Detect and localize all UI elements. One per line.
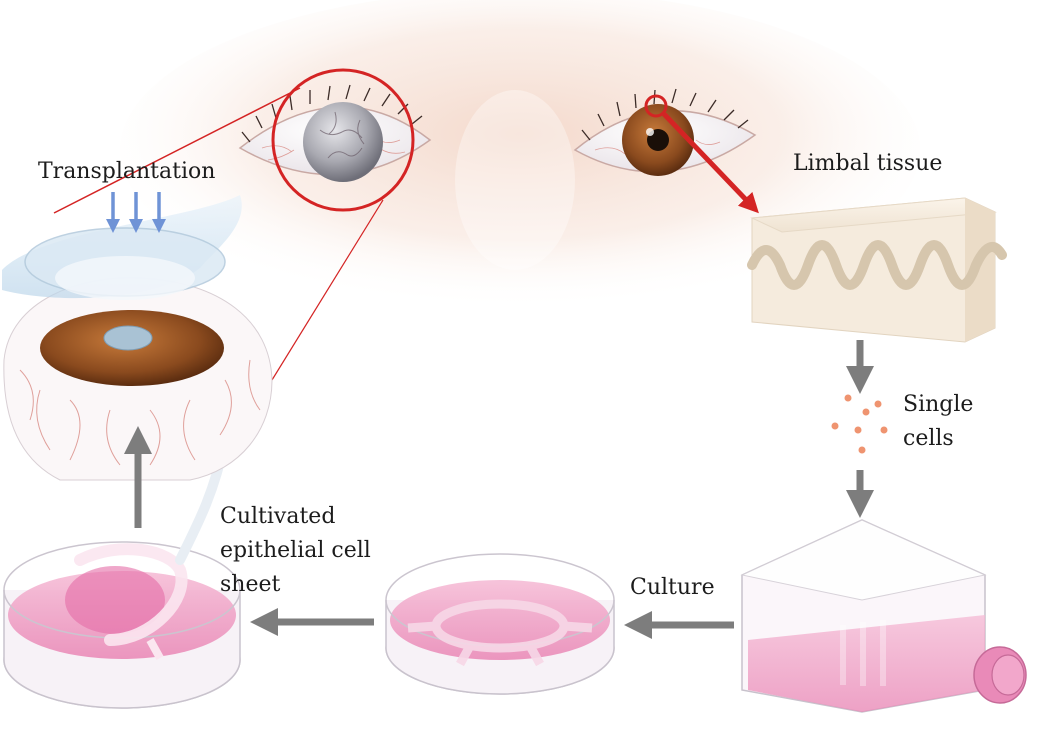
label-cell-sheet-line2: epithelial cell [220, 538, 371, 563]
biopsy-marker [644, 94, 668, 118]
diseased-eye [53, 68, 432, 381]
culture-flask [740, 519, 1027, 713]
label-single-cells-line1: Single [903, 392, 974, 417]
face-background [120, 0, 920, 310]
label-transplantation: Transplantation [38, 159, 216, 184]
single-cells-dots [831, 394, 888, 454]
healthy-eye [573, 88, 759, 214]
label-cell-sheet-line3: sheet [220, 572, 281, 597]
culture-dish [385, 553, 615, 695]
biopsy-arrow [662, 112, 759, 214]
label-single-cells-line2: cells [903, 426, 954, 451]
zoom-line-upper [53, 87, 301, 214]
label-cell-sheet-line1: Cultivated [220, 504, 336, 529]
zoom-line-lower [271, 199, 384, 381]
label-culture: Culture [630, 575, 715, 600]
highlight-circle [271, 68, 415, 212]
transplant-arrows [106, 192, 166, 233]
limbal-tissue-block [747, 197, 1007, 343]
label-limbal-tissue: Limbal tissue [793, 151, 943, 176]
recipient-eye [2, 195, 273, 481]
flow-arrows [124, 340, 874, 639]
